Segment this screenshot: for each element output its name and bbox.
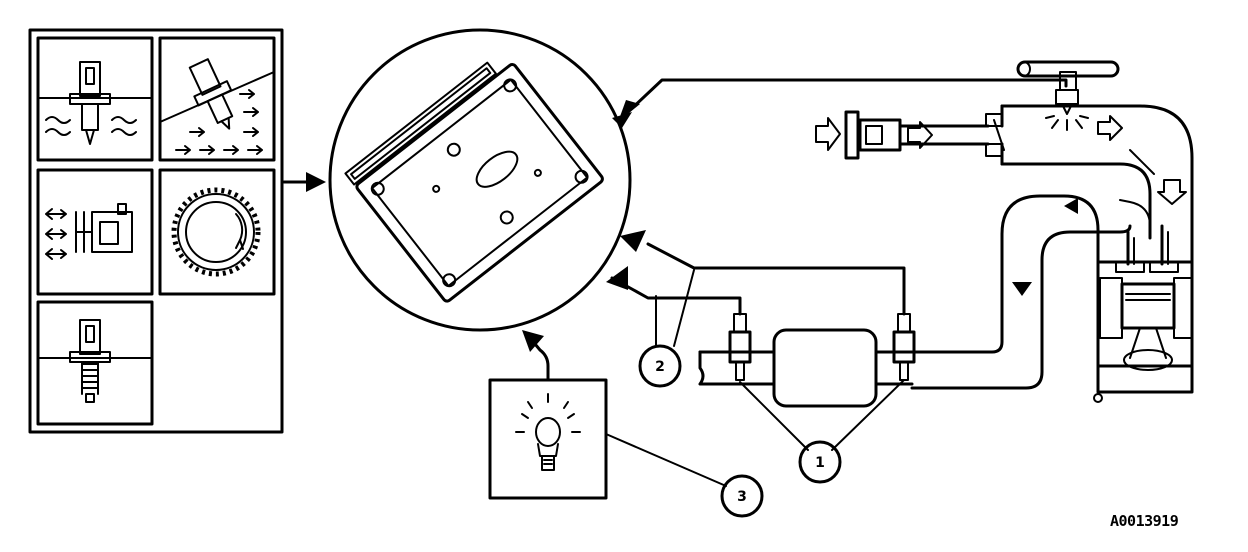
oil-temperature-sensor-icon	[36, 300, 154, 426]
engine-control-module-icon	[328, 28, 632, 332]
callout-1: 1	[798, 440, 842, 484]
oxygen-sensor-signal-wires	[606, 230, 906, 316]
sensor-panel	[28, 28, 284, 434]
figure-reference-code: A0013919	[1110, 512, 1179, 530]
callout-1-label: 1	[815, 455, 825, 471]
exhaust-pipe	[698, 194, 1151, 390]
oxygen-sensor-icon	[728, 313, 916, 381]
callout-2: 2	[638, 344, 682, 388]
callout-2-label: 2	[655, 359, 665, 375]
callout-3-label: 3	[737, 489, 747, 505]
engine-cylinder-icon	[1093, 224, 1194, 403]
sensor-input-arrow	[282, 172, 326, 192]
intake-air-temperature-sensor-icon	[158, 36, 276, 162]
injector-signal-line	[612, 78, 1068, 128]
mass-airflow-sensor-icon	[36, 168, 154, 296]
fuel-injector-icon	[1016, 60, 1120, 131]
callout-3: 3	[720, 474, 764, 518]
catalytic-converter-icon	[772, 328, 878, 408]
malfunction-indicator-lamp-icon	[488, 330, 608, 500]
coolant-temperature-sensor-icon	[36, 36, 154, 162]
callout-leaders	[605, 269, 905, 487]
crankshaft-position-sensor-icon	[158, 168, 276, 296]
intake-system	[815, 60, 1194, 264]
